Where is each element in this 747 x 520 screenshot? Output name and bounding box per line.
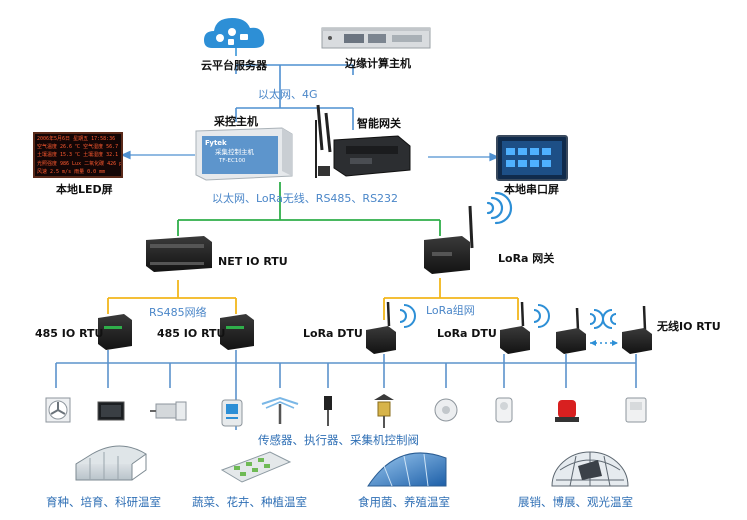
- insect-lamp-icon: [374, 394, 394, 428]
- serial-screen-icon: [496, 135, 568, 181]
- alarm-light-icon: [555, 400, 579, 422]
- rs485-network-label: RS485网络: [149, 306, 207, 319]
- device-bus-lines: [55, 350, 637, 430]
- net-io-rtu-icon: [146, 236, 212, 272]
- probe-icon: [324, 396, 332, 426]
- led-display-icon: [97, 401, 125, 421]
- greenhouse-breeding-label: 育种、培育、科研温室: [46, 495, 161, 509]
- greenhouse-vegetable-icon: [220, 451, 292, 483]
- led-screen-icon: [33, 132, 123, 178]
- greenhouse-exhibition-label: 展销、博展、观光温室: [518, 495, 633, 509]
- top-link-lines: [235, 64, 354, 130]
- middle-link-label: 以太网、LoRa无线、RS485、RS232: [212, 192, 399, 205]
- greenhouse-mushroom-icon: [367, 452, 447, 487]
- pir-sensor-icon: [495, 397, 513, 423]
- controller-screen: Fytek 采集控制主机 TF-EC100: [205, 139, 275, 171]
- lora-dtu-a-icon: [366, 301, 416, 354]
- rtu485-b-icon: [220, 314, 254, 350]
- cloud-server-label: 云平台服务器: [201, 59, 267, 72]
- motor-icon: [150, 401, 187, 421]
- cloud-server-icon: [204, 18, 265, 56]
- sprinkler-icon: [261, 396, 299, 424]
- lora-dtu-b-label: LoRa DTU: [437, 327, 497, 340]
- lora-gateway-icon: [424, 205, 474, 274]
- lora-gateway-label: LoRa 网关: [498, 252, 555, 265]
- top-link-label: 以太网、4G: [258, 88, 318, 101]
- yellow-bus-lines: [107, 278, 519, 320]
- controller-screen-model: TF-EC100: [219, 158, 246, 164]
- co2-sensor-icon: [625, 397, 647, 423]
- rtu485-a-icon: [98, 314, 132, 350]
- greenhouse-breeding-icon: [75, 445, 147, 481]
- controller-screen-title: 采集控制主机: [215, 148, 254, 156]
- lora-dtu-a-label: LoRa DTU: [303, 327, 363, 340]
- edge-host-icon: [321, 27, 431, 49]
- led-screen-line: 土壤温度 15.3 ℃ 土壤湿度 32.1 %: [37, 152, 121, 159]
- rtu485-a-label: 485 IO RTU: [35, 327, 104, 340]
- serial-screen-label: 本地串口屏: [504, 183, 559, 196]
- gateway-label: 智能网关: [357, 117, 401, 130]
- controller-host-label: 采控主机: [214, 115, 258, 128]
- gateway-icon: [315, 104, 411, 178]
- edge-host-label: 边缘计算主机: [345, 57, 411, 70]
- controller-host-icon: [195, 127, 293, 181]
- greenhouse-vegetable-label: 蔬菜、花卉、种植温室: [192, 495, 307, 509]
- rtu485-b-label: 485 IO RTU: [157, 327, 226, 340]
- led-screen-line: 风速 2.5 m/s 雨量 0.0 mm: [37, 168, 106, 175]
- wifi-signal-icon: [486, 191, 513, 225]
- led-screen-line: 光照强度 986 Lux 二氧化碳 426 ppm: [37, 160, 121, 167]
- green-bus-lines: [177, 182, 441, 236]
- devices-caption: 传感器、执行器、采集机控制阀: [258, 433, 419, 447]
- led-screen-text: 2006年5月6日 星期五 17:58:36 空气温度 26.6 ℃ 空气湿度 5…: [37, 135, 121, 177]
- display-arrows: [120, 150, 500, 162]
- led-screen-line: 2006年5月6日 星期五 17:58:36: [37, 136, 116, 142]
- greenhouse-mushroom-label: 食用菌、养殖温室: [358, 495, 450, 509]
- wireless-io-rtu-icon: [556, 305, 652, 354]
- led-screen-line: 空气温度 26.6 ℃ 空气湿度 56.7 %: [37, 144, 121, 151]
- led-screen-label: 本地LED屏: [56, 183, 113, 196]
- lora-dtu-b-icon: [500, 301, 550, 354]
- net-io-rtu-label: NET IO RTU: [218, 255, 288, 268]
- greenhouse-exhibition-icon: [551, 451, 629, 487]
- sprayer-icon: [221, 399, 243, 427]
- lora-network-label: LoRa组网: [426, 304, 475, 317]
- wireless-io-rtu-label: 无线IO RTU: [657, 320, 721, 333]
- smoke-sensor-icon: [434, 398, 458, 422]
- fan-icon: [45, 397, 71, 423]
- controller-screen-brand: Fytek: [205, 139, 227, 147]
